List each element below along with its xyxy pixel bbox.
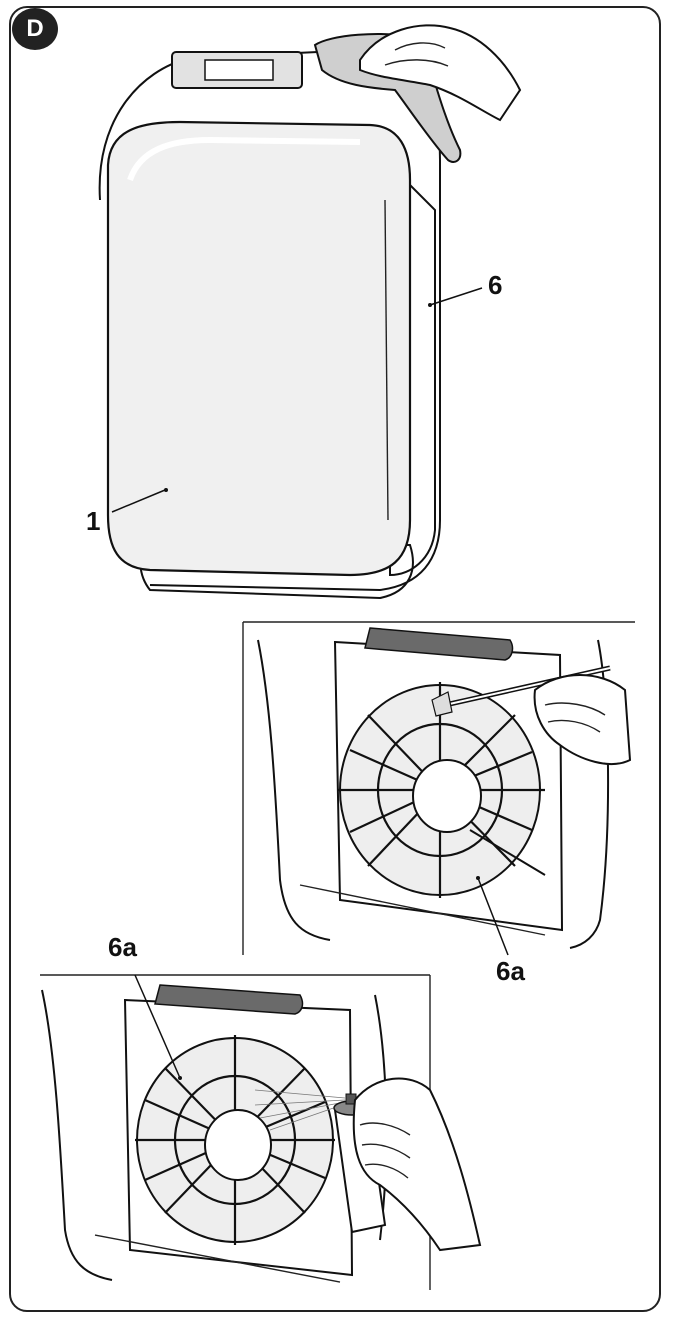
figure-frame	[9, 6, 661, 1312]
air-purifier-icon	[98, 48, 483, 600]
leader-line-6a-top	[477, 877, 509, 956]
callout-6a-top: 6a	[496, 956, 525, 986]
leader-line-6	[429, 287, 483, 306]
leader-line-1	[111, 489, 166, 513]
hand-with-spray-can-icon	[254, 1077, 482, 1252]
callout-6a-bottom: 6a	[108, 932, 137, 962]
middle-panel	[242, 621, 635, 955]
hand-with-cloth-icon	[313, 24, 522, 163]
fan-grille-icon	[134, 974, 335, 1245]
leader-line-6a-bottom	[134, 974, 181, 1079]
fan-grille-icon	[338, 682, 546, 956]
step-badge: D	[12, 8, 58, 50]
hand-with-brush-icon	[431, 665, 632, 765]
callout-1: 1	[86, 506, 101, 536]
callout-6: 6	[488, 270, 503, 300]
